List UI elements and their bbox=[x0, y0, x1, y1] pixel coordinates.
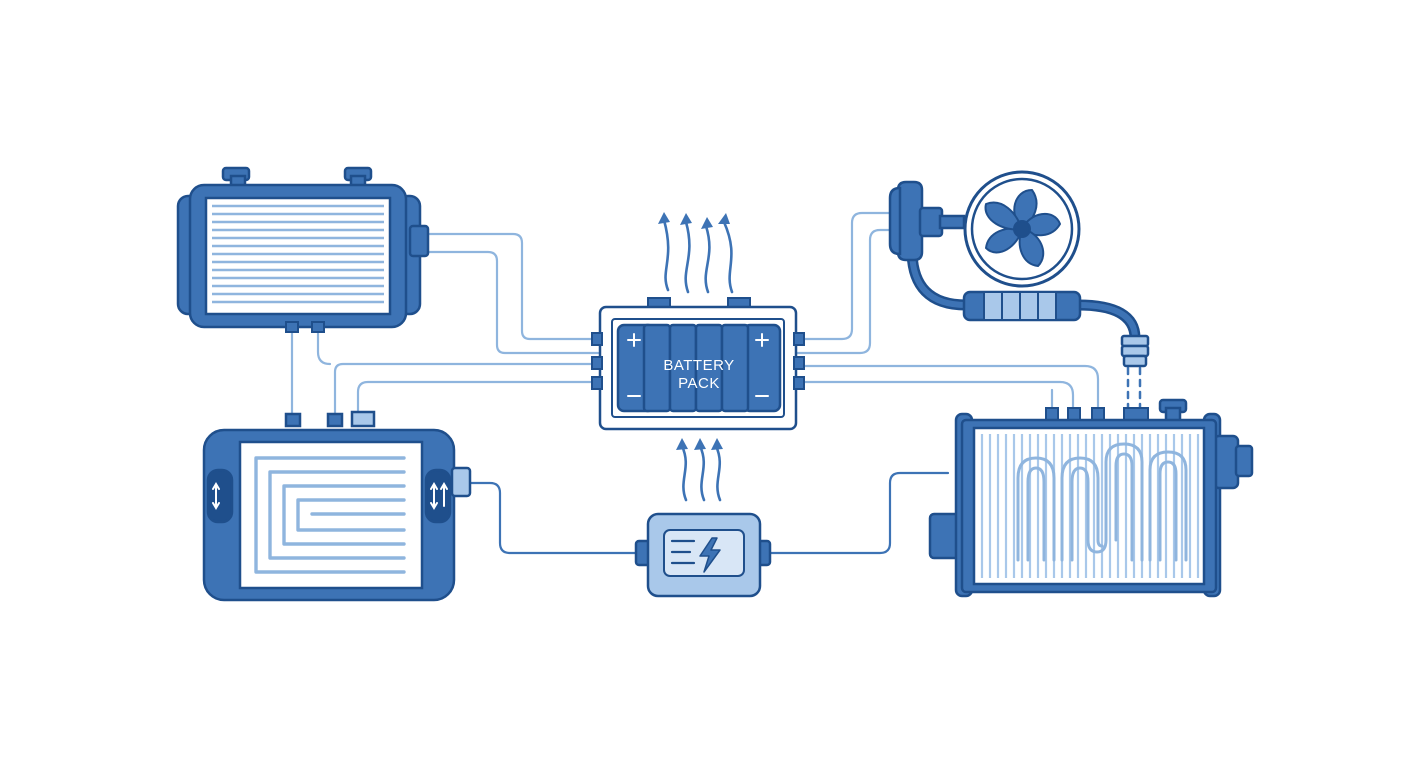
fan-icon bbox=[963, 170, 1081, 288]
chiller-coil-loops bbox=[1016, 442, 1188, 562]
battery-pack-icon bbox=[591, 297, 805, 431]
inline-filter bbox=[962, 290, 1082, 322]
battery-pack-label-line2: PACK bbox=[678, 375, 720, 392]
radiator-fins bbox=[212, 204, 384, 304]
heat-exchanger-coils bbox=[254, 456, 406, 574]
heat-exchanger-flow-arrows bbox=[212, 482, 448, 510]
lightning-controller-icon bbox=[634, 512, 772, 598]
chiller-icon bbox=[928, 398, 1254, 598]
pump-icon bbox=[888, 180, 966, 262]
battery-pack-label-line1: BATTERY bbox=[663, 357, 734, 374]
heat-arrows-bottom bbox=[680, 444, 722, 502]
heat-arrow-heads-bottom bbox=[676, 438, 723, 450]
heat-arrows-top bbox=[662, 218, 734, 294]
battery-terminal-marks bbox=[627, 333, 769, 397]
heat-arrow-heads-top bbox=[658, 212, 730, 229]
radiator-icon bbox=[176, 166, 430, 333]
hose-coupling bbox=[1120, 334, 1150, 368]
